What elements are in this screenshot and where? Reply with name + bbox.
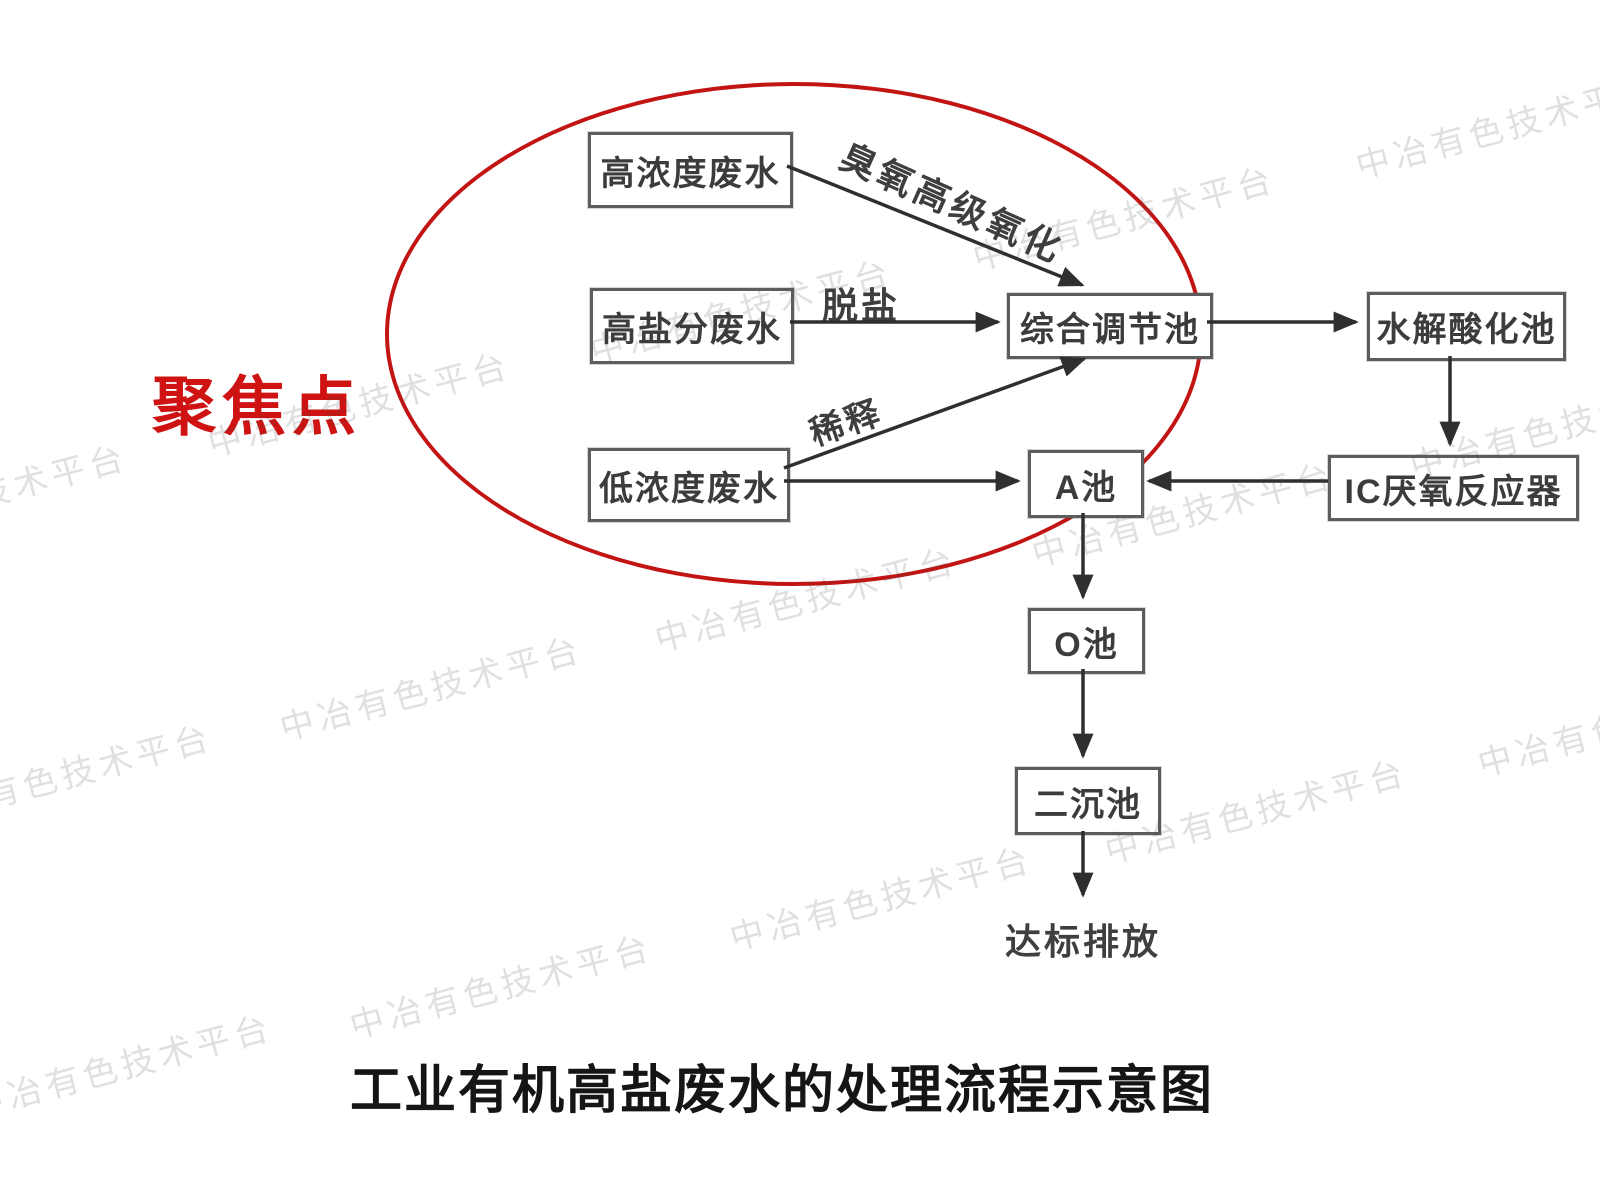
node-secondary-sedimentation-pool: 二沉池 [1015, 767, 1161, 835]
focus-label: 聚焦点 [152, 371, 362, 443]
node-hydrolysis-acidification-pool: 水解酸化池 [1367, 292, 1566, 361]
node-o-pool: O池 [1028, 608, 1145, 674]
edge-label-desalination: 脱盐 [821, 285, 901, 326]
node-high-concentration-wastewater: 高浓度废水 [588, 132, 793, 208]
node-a-pool: A池 [1028, 450, 1144, 518]
arrow-ozone-oxidation [786, 164, 1085, 287]
arrow-dilution [783, 356, 1087, 470]
node-low-concentration-wastewater: 低浓度废水 [588, 448, 790, 522]
node-high-salinity-wastewater: 高盐分废水 [590, 288, 794, 364]
diagram-title: 工业有机高盐废水的处理流程示意图 [349, 1062, 1215, 1120]
node-standard-discharge: 达标排放 [1004, 921, 1162, 962]
node-comprehensive-regulation-pool: 综合调节池 [1007, 293, 1213, 359]
node-ic-anaerobic-reactor: IC厌氧反应器 [1328, 455, 1579, 521]
